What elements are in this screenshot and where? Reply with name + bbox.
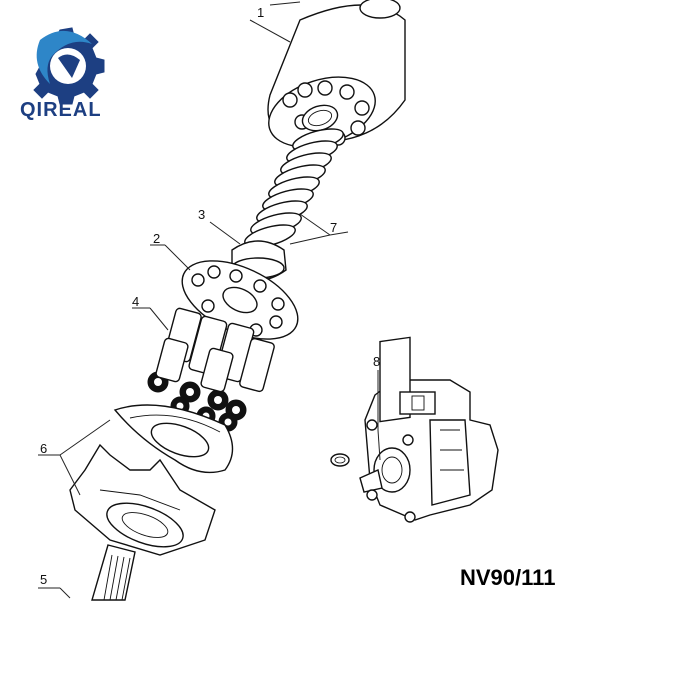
brand-name: QIREAL — [20, 99, 102, 121]
callout-5: 5 — [40, 572, 47, 587]
callout-2: 2 — [153, 231, 160, 246]
part-drive-shaft — [38, 544, 136, 601]
part-pump-assembly — [330, 336, 499, 523]
callout-1: 1 — [257, 5, 264, 20]
callout-3: 3 — [198, 207, 205, 222]
callout-labels: 1 2 3 4 5 6 7 8 — [40, 5, 380, 587]
model-label: NV90/111 — [460, 565, 555, 590]
callout-6: 6 — [40, 441, 47, 456]
callout-7: 7 — [330, 220, 337, 235]
part-swash-plate — [38, 404, 234, 556]
logo-gear-icon — [33, 27, 105, 105]
callout-4: 4 — [132, 294, 139, 309]
callout-8: 8 — [373, 354, 380, 369]
brand-logo: QIREAL — [20, 27, 105, 121]
part-cylinder-block — [249, 0, 406, 148]
